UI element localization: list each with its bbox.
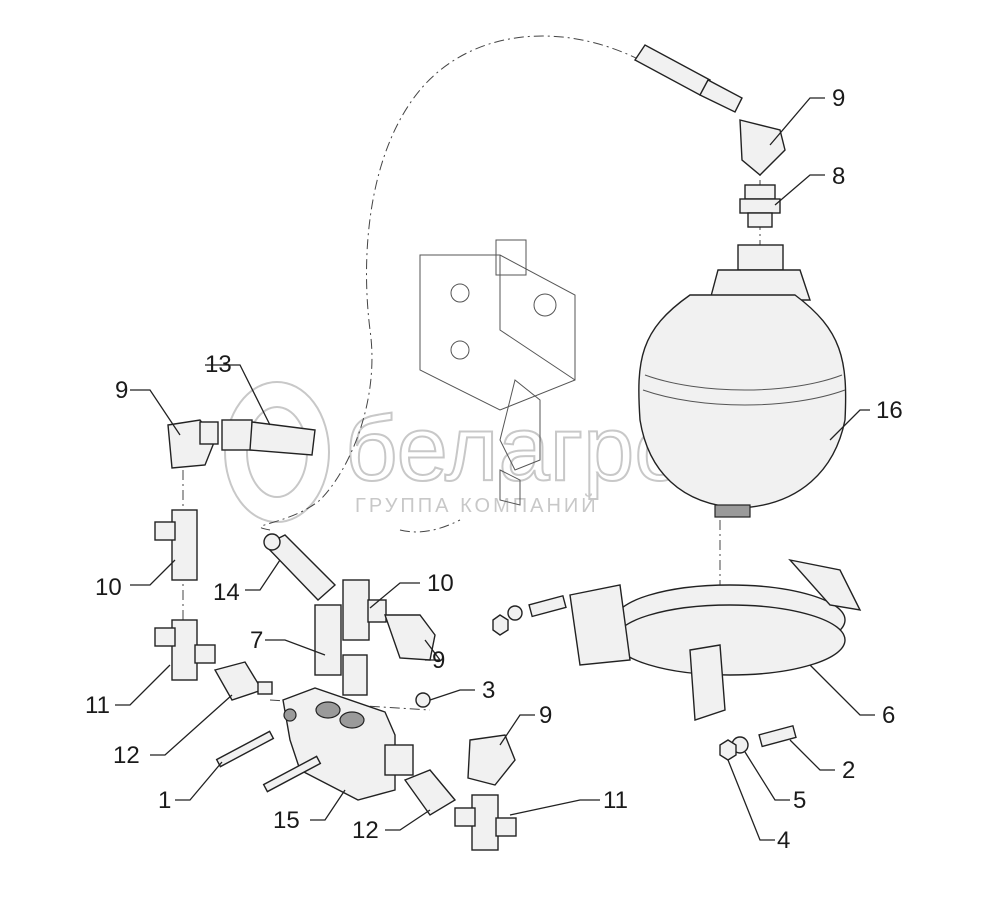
callout-13: 13 (205, 351, 232, 378)
part-13-hose (221, 419, 316, 456)
part-15-manifold-block (282, 687, 414, 801)
callout-8: 8 (832, 163, 845, 190)
callout-5: 5 (793, 787, 806, 814)
part-5-washer-upper (507, 605, 523, 621)
hose-path (260, 35, 641, 531)
part-1-bolt-second (262, 755, 322, 793)
part-9-top-elbow (633, 44, 786, 176)
part-1-bolt (215, 730, 275, 768)
callout-2: 2 (842, 757, 855, 784)
part-14-hose (263, 533, 337, 601)
callout-10-left: 10 (95, 574, 122, 601)
callout-6: 6 (882, 702, 895, 729)
part-2-bolt (528, 594, 797, 748)
part-6-clamp (569, 558, 862, 721)
callout-9-center: 9 (432, 647, 445, 674)
callout-12-lower: 12 (352, 817, 379, 844)
part-10-left-tee (154, 509, 198, 581)
callout-11-left: 11 (85, 692, 110, 719)
callout-3: 3 (482, 677, 495, 704)
callout-12-left: 12 (113, 742, 140, 769)
callout-7: 7 (250, 627, 263, 654)
leader-lines (115, 97, 875, 841)
hose-path-lower (399, 519, 461, 533)
callout-9-top: 9 (832, 85, 845, 112)
callouts: 9 8 13 9 16 10 14 10 7 9 11 3 6 12 9 2 1… (85, 85, 903, 854)
part-4-nut (719, 739, 737, 761)
callout-10-center: 10 (427, 570, 454, 597)
part-11-lower-cross (454, 794, 517, 851)
part-4-nut-upper (492, 614, 509, 636)
callout-1: 1 (158, 787, 171, 814)
part-11-left-cross (154, 619, 216, 681)
callout-15: 15 (273, 807, 300, 834)
callout-9-lower: 9 (539, 702, 552, 729)
part-9-center-elbow (384, 614, 436, 661)
watermark-subtitle: ГРУППА КОМПАНИЙ (355, 493, 599, 517)
callout-14: 14 (213, 579, 240, 606)
part-3-plug (415, 692, 431, 708)
watermark: белагро ГРУППА КОМПАНИЙ (224, 381, 687, 523)
part-10-center-tee (342, 579, 387, 641)
watermark-brand: белагро (345, 398, 686, 500)
callout-9-left: 9 (115, 377, 128, 404)
valve-block-ghost (419, 239, 576, 506)
part-8-adapter (739, 184, 781, 228)
part-9-left-elbow (167, 419, 219, 469)
part-12-lower-fitting (403, 769, 457, 816)
part-7-adapter (314, 604, 368, 696)
part-16-accumulator (638, 244, 847, 518)
callout-11-lower: 11 (603, 787, 628, 814)
part-12-left-fitting (213, 661, 273, 701)
callout-4: 4 (777, 827, 790, 854)
callout-16: 16 (876, 397, 903, 424)
part-9-lower-elbow (467, 734, 516, 786)
